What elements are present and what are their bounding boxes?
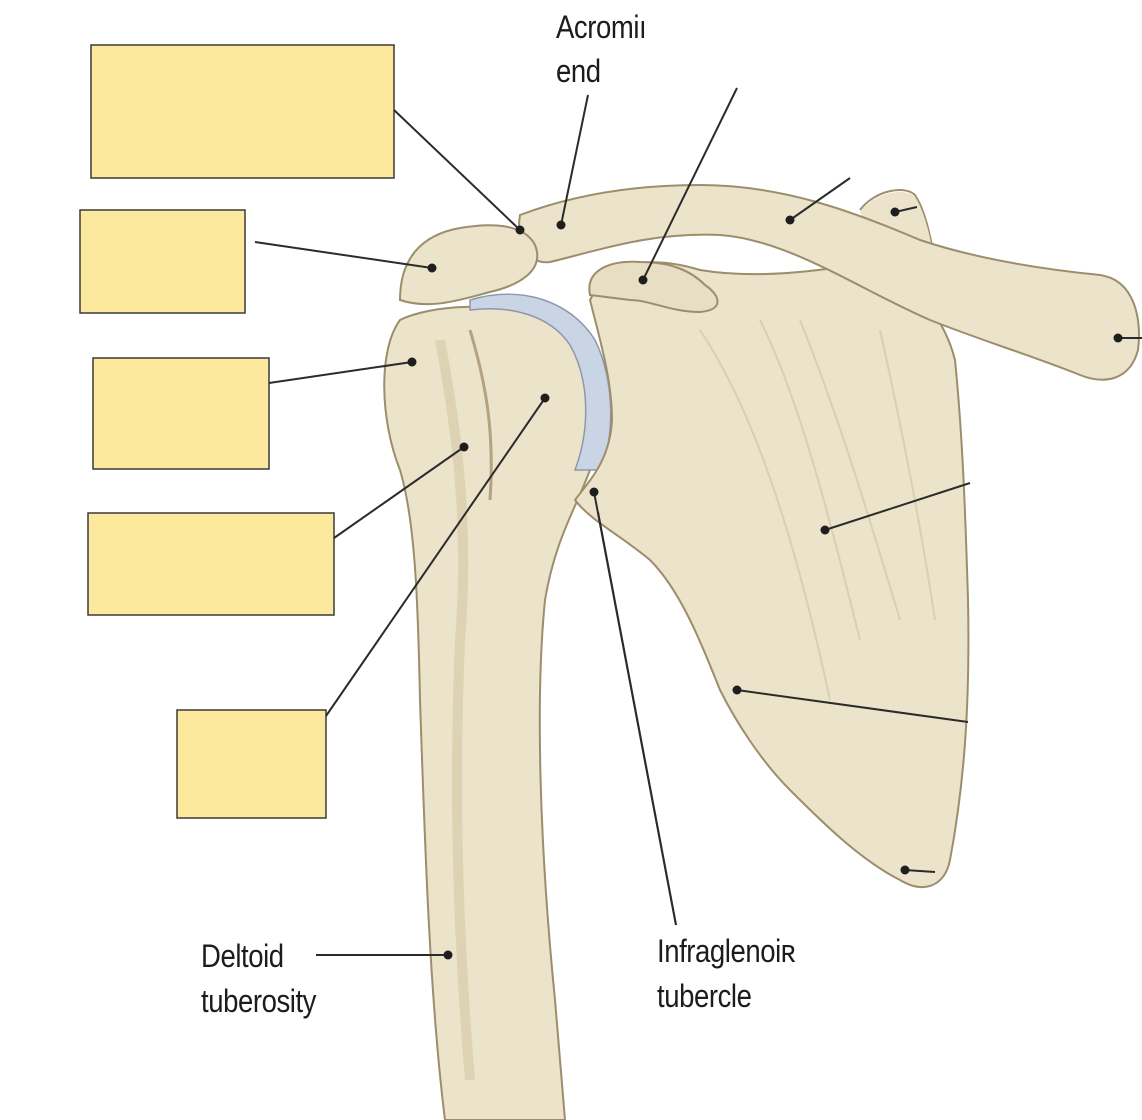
leader-box-1 — [394, 110, 520, 230]
acromial-end-label-line2: end — [556, 48, 601, 94]
acromial-end-label-line1: Acromiı — [556, 4, 646, 50]
infraglenoid-tubercle-label-line2: tubercle — [657, 973, 751, 1019]
pin-superior-angle — [891, 208, 900, 217]
pin-acromial-end — [557, 221, 566, 230]
answer-box-2[interactable] — [80, 210, 245, 313]
answer-box-5[interactable] — [177, 710, 326, 818]
infraglenoid-tubercle-label-line1: Infraglenoiʀ — [657, 928, 795, 974]
scapula-bone — [575, 260, 968, 887]
pin-deltoid-tuberosity — [444, 951, 453, 960]
pin-subscapular-fossa — [821, 526, 830, 535]
answer-box-3[interactable] — [93, 358, 269, 469]
pin-lateral-border — [733, 686, 742, 695]
acromion — [400, 225, 537, 304]
answer-box-1[interactable] — [91, 45, 394, 178]
pin-clavicle — [786, 216, 795, 225]
pin-acromion — [428, 264, 437, 273]
leader-coracoid — [643, 88, 737, 280]
deltoid-tuberosity-label-line2: tuberosity — [201, 978, 316, 1024]
leader-box-2 — [255, 242, 432, 268]
deltoid-tuberosity-label-line1: Deltoid — [201, 933, 284, 979]
pin-inferior-angle — [901, 866, 910, 875]
pin-greater-tubercle — [408, 358, 417, 367]
pin-bicipital-groove — [460, 443, 469, 452]
humerus — [384, 307, 598, 1120]
pin-sternal-end — [1114, 334, 1123, 343]
pin-infraglenoid-tubercle — [590, 488, 599, 497]
answer-box-4[interactable] — [88, 513, 334, 615]
pin-coracoid — [639, 276, 648, 285]
pin-acromion-edge — [516, 226, 525, 235]
pin-lesser-tubercle — [541, 394, 550, 403]
